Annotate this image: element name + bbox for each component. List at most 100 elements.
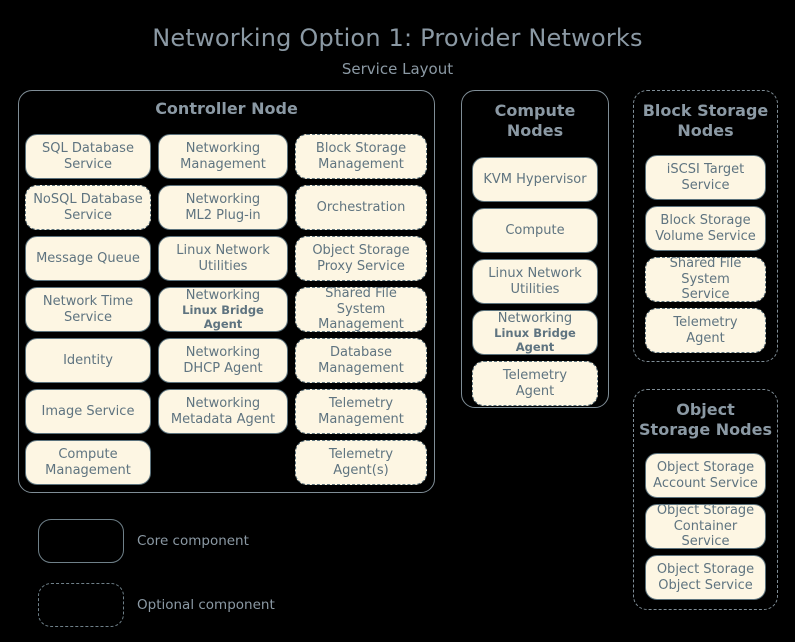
panel-title-line: Compute: [494, 101, 576, 120]
box-text-line: SQL Database: [42, 140, 134, 156]
box-text-line: Service: [681, 287, 730, 303]
box-text-line: KVM Hypervisor: [483, 171, 587, 187]
box-text-line: Service: [63, 309, 113, 325]
box-text-line: Networking: [185, 287, 261, 303]
box-text-line: Object Storage: [656, 502, 755, 518]
box-text-line: Object Service: [658, 577, 753, 593]
box-text-line: ML2 Plug-in: [185, 207, 261, 223]
box-text-line: Linux Bridge Agent: [182, 303, 264, 332]
box-text-line: Agent: [515, 383, 555, 399]
box-text-line: Block Storage: [660, 212, 751, 228]
box-text-line: Networking: [185, 395, 261, 411]
legend-label-optional-component: Optional component: [137, 597, 275, 613]
box-text-line: Object Storage: [312, 242, 410, 258]
controller-image-service[interactable]: Image Service: [25, 389, 151, 434]
box-text-line: Object Storage: [656, 459, 755, 475]
box-text-line: Compute: [58, 446, 118, 462]
controller-orchestration[interactable]: Orchestration: [295, 185, 427, 230]
box-text-line: Volume Service: [655, 228, 756, 244]
panel-title-line: Block Storage: [642, 101, 769, 120]
box-text-line: Service: [681, 177, 730, 193]
box-text-line: Networking: [185, 344, 261, 360]
box-text-line: Management: [318, 156, 404, 172]
controller-message-queue[interactable]: Message Queue: [25, 236, 151, 281]
legend-swatch-core-component: [38, 519, 124, 563]
box-text-line: Management: [45, 462, 131, 478]
panel-title-line: Controller Node: [155, 99, 298, 118]
box-text-line: Telemetry: [673, 314, 738, 330]
panel-title-line: Nodes: [506, 121, 564, 141]
box-text-line: Agent(s): [333, 462, 389, 478]
box-text-line: Network Time: [42, 293, 134, 309]
box-text-line: Service: [63, 207, 113, 223]
box-text-line: Management: [180, 156, 266, 172]
box-text-line: NoSQL Database: [33, 191, 143, 207]
legend-swatch-optional-component: [38, 583, 124, 627]
box-text-line: Linux Network: [176, 242, 270, 258]
box-text-line: Telemetry: [502, 367, 568, 383]
box-text-line: Networking: [497, 310, 573, 326]
box-text-line: Linux Network: [488, 265, 582, 281]
box-text-line: Object Storage: [656, 561, 755, 577]
box-text-line: Agent: [686, 330, 725, 346]
legend-label-core-component: Core component: [137, 533, 249, 549]
box-text-line: Linux Bridge Agent: [494, 326, 576, 355]
box-text-line: Service: [63, 156, 113, 172]
box-text-line: Networking: [185, 140, 261, 156]
box-text-line: Metadata Agent: [170, 411, 276, 427]
panel-title-line: Object: [676, 400, 735, 419]
box-text-line: Identity: [63, 352, 113, 368]
page-title: Networking Option 1: Provider Networks: [152, 24, 643, 52]
box-text-line: Shared File System: [325, 285, 397, 317]
box-text-line: Image Service: [41, 403, 135, 419]
box-text-line: Message Queue: [36, 250, 140, 266]
box-text-line: Utilities: [510, 281, 560, 297]
panel-controller-node-title: Controller Node: [19, 91, 434, 119]
panel-controller-node: Controller Node: [18, 90, 435, 493]
box-text-line: iSCSI Target: [666, 161, 745, 177]
controller-identity[interactable]: Identity: [25, 338, 151, 383]
compute-compute[interactable]: Compute: [472, 208, 598, 253]
box-text-line: Networking: [185, 191, 261, 207]
box-text-line: Management: [318, 360, 404, 376]
compute-kvm-hypervisor[interactable]: KVM Hypervisor: [472, 157, 598, 202]
panel-title-line: Storage Nodes: [639, 420, 772, 440]
box-text-line: Container Service: [673, 518, 738, 550]
box-text-line: Shared File System: [669, 255, 742, 287]
box-text-line: Account Service: [653, 475, 758, 491]
panel-title-line: Nodes: [677, 121, 734, 141]
box-text-line: Telemetry: [328, 446, 394, 462]
box-text-line: DHCP Agent: [183, 360, 263, 376]
box-text-line: Management: [318, 411, 404, 427]
